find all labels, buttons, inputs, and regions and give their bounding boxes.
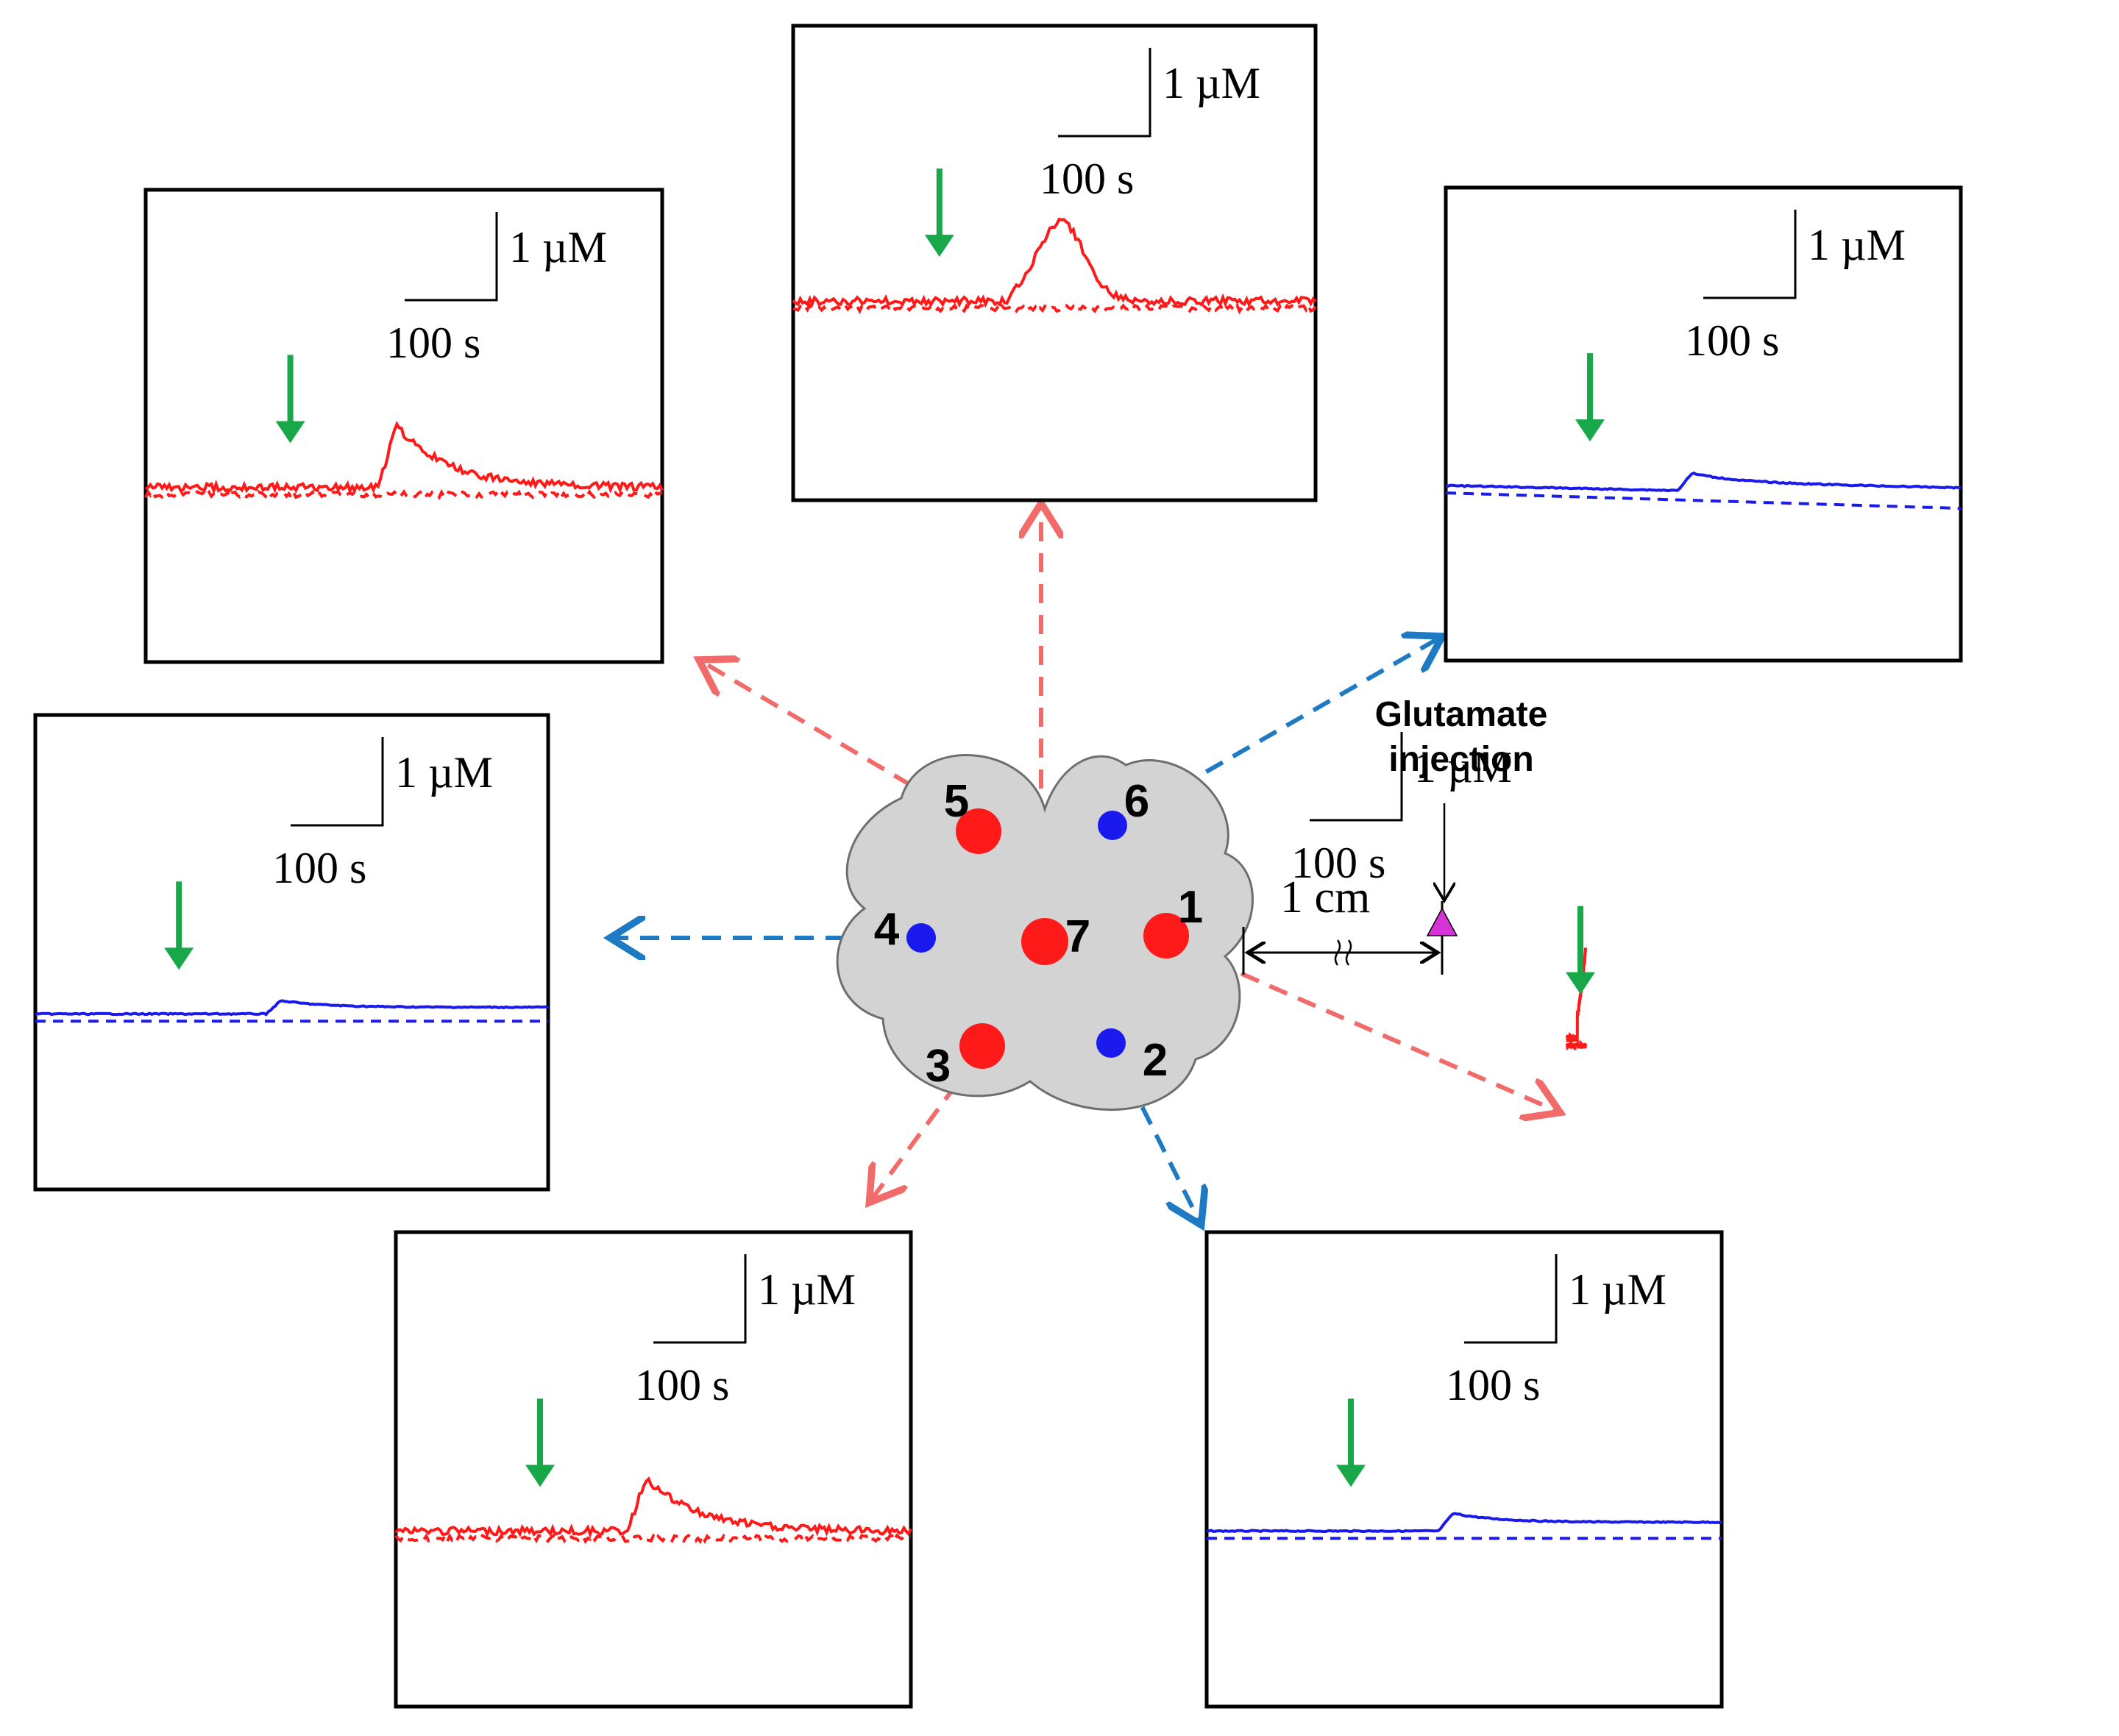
control-trace [1566,1039,1587,1051]
stimulus-arrow-icon [525,1465,555,1487]
sensor-label-3: 3 [926,1041,951,1092]
scale-bar-time-label: 100 s [1291,839,1385,887]
connector-arrow-sensor-1 [1183,947,1556,1111]
scale-bar-time-label: 100 s [1685,316,1779,365]
distance-label: 1 cm [1280,872,1370,922]
panel-frame [1444,185,1963,663]
scale-bar [405,212,498,302]
connector-arrow-sensor-5 [703,662,965,819]
distance-annotation: 1 cm Glutamate injection [1242,695,1548,975]
panel-frame [394,1230,913,1709]
scale-bar-conc-label: 1 µM [395,748,493,797]
control-trace [394,1532,912,1545]
trace-panel-sensor-7: 1 µM 100 s [791,24,1318,502]
scale-bar-conc-label: 1 µM [1163,59,1260,107]
trace-panel-sensor-3: 1 µM 100 s [394,1230,913,1709]
response-trace [394,1476,912,1539]
stimulus-arrow-icon [1575,419,1605,442]
trace-panel-sensor-1: 1 µM 100 s [1291,732,1595,1051]
control-trace [792,302,1317,315]
sensor-label-7: 7 [1065,911,1090,962]
scale-bar-conc-label: 1 µM [1808,221,1906,269]
sensor-label-1: 1 [1178,882,1203,933]
scale-bar-time-label: 100 s [386,319,480,367]
sensor-label-4: 4 [874,904,900,955]
sensor-dot-1 [1143,913,1189,958]
trace-panel-sensor-4: 1 µM 100 s [33,713,550,1192]
scale-bar-conc-label: 1 µM [758,1265,856,1314]
panel-frame [1204,1230,1724,1709]
response-trace [35,999,549,1017]
panel-frame [143,188,664,664]
response-trace [1206,1512,1722,1534]
response-trace [792,217,1317,308]
scale-bar-conc-label: 1 µM [1569,1265,1667,1314]
scale-bar [653,1254,747,1344]
injection-marker-icon [1426,907,1458,936]
scale-bar [1310,732,1403,822]
injection-label-line1: Glutamate [1375,695,1548,734]
sensor-dot-6 [1098,811,1127,840]
injection-label-line2: injection [1388,740,1533,779]
panel-frame [791,24,1318,502]
scale-bar-conc-label: 1 µM [1414,743,1512,791]
sensor-dot-5 [956,808,1001,854]
scale-bar-conc-label: 1 µM [509,223,607,271]
stimulus-arrow-icon [275,421,305,444]
trace-panel-sensor-6: 1 µM 100 s [1444,185,1963,663]
scale-bar [1464,1254,1558,1344]
sensor-array: 1 2 3 4 5 6 7 [874,776,1203,1092]
trace-panel-sensor-5: 1 µM 100 s [143,188,664,664]
panel-frame [33,713,550,1192]
response-trace [145,421,664,496]
sensor-dot-7 [1021,918,1068,965]
axis-break-icon [1334,939,1352,966]
trace-panel-sensor-2: 1 µM 100 s [1204,1230,1724,1709]
control-trace [144,488,663,501]
scale-bar [1058,48,1151,138]
sensor-label-2: 2 [1143,1035,1168,1086]
scale-bar-time-label: 100 s [272,844,366,892]
response-trace [1445,472,1962,493]
stimulus-arrow-icon [164,947,194,970]
stimulus-arrow-icon [1336,1465,1366,1487]
scale-bar [291,737,384,827]
scale-bar-time-label: 100 s [635,1361,729,1409]
control-trace [1445,491,1962,511]
sensor-dot-3 [959,1023,1005,1069]
sensor-label-6: 6 [1124,776,1149,827]
stimulus-arrow-icon [924,235,954,257]
sensor-dot-4 [906,923,936,953]
stimulus-arrow-icon [1566,972,1595,995]
scale-bar-time-label: 100 s [1446,1361,1540,1409]
sensor-dot-2 [1096,1028,1126,1058]
sensor-label-5: 5 [944,776,969,827]
scale-bar-time-label: 100 s [1040,154,1134,203]
scale-bar [1703,210,1797,299]
